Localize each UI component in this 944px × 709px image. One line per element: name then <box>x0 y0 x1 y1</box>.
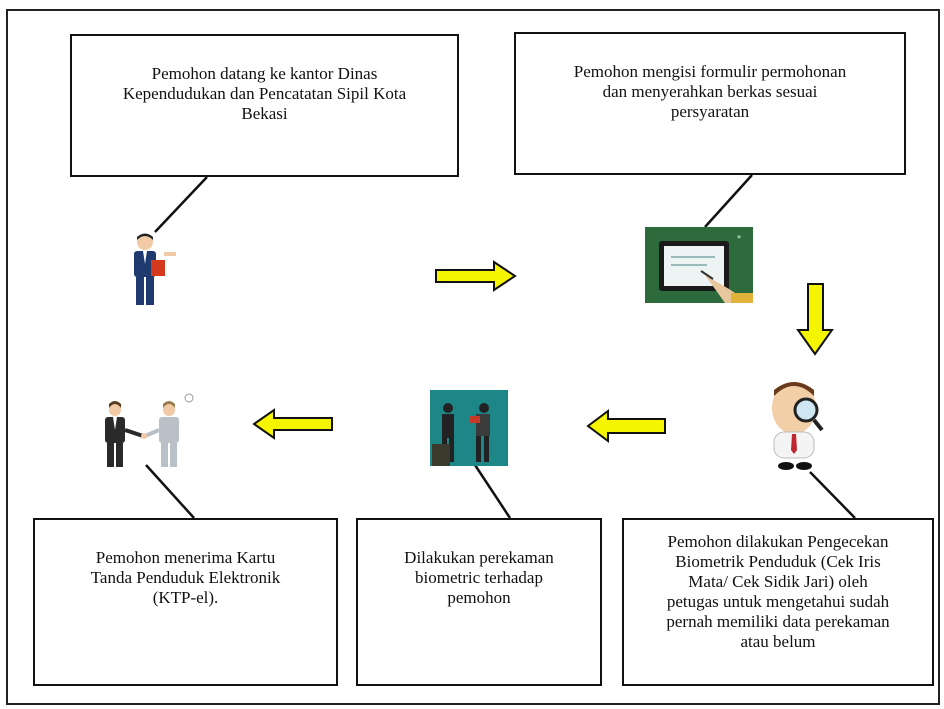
person-with-document-icon <box>134 233 176 305</box>
step-1-box: Pemohon datang ke kantor Dinas Kependudu… <box>70 34 459 177</box>
step-4-box: Dilakukan perekaman biometric terhadap p… <box>356 518 602 686</box>
step-1-text: Pemohon datang ke kantor Dinas Kependudu… <box>122 64 407 123</box>
step-3-text: Pemohon dilakukan Pengecekan Biometrik P… <box>666 532 890 651</box>
arrow-down <box>796 283 834 356</box>
diagram-frame <box>6 9 940 705</box>
arrow-right <box>435 260 517 292</box>
step-3-box: Pemohon dilakukan Pengecekan Biometrik P… <box>622 518 934 686</box>
connector-step-4 <box>473 464 512 519</box>
arrow-left-middle <box>586 409 666 443</box>
arrow-left-left <box>252 408 333 440</box>
step-2-box: Pemohon mengisi formulir permohonan dan … <box>514 32 906 175</box>
handshake-icon <box>105 393 194 467</box>
step-2-text: Pemohon mengisi formulir permohonan dan … <box>573 62 847 121</box>
inspector-magnifier-icon <box>772 382 824 470</box>
step-5-box: Pemohon menerima Kartu Tanda Penduduk El… <box>33 518 338 686</box>
connector-step-1 <box>154 176 208 233</box>
connector-step-2 <box>704 174 753 228</box>
connector-step-3 <box>809 471 856 519</box>
connector-step-5 <box>145 464 195 519</box>
tablet-signing-icon: * <box>645 227 753 303</box>
step-5-text: Pemohon menerima Kartu Tanda Penduduk El… <box>90 548 281 607</box>
biometric-photography-icon <box>430 390 508 466</box>
step-4-text: Dilakukan perekaman biometric terhadap p… <box>404 548 554 607</box>
svg-text:*: * <box>737 234 741 243</box>
